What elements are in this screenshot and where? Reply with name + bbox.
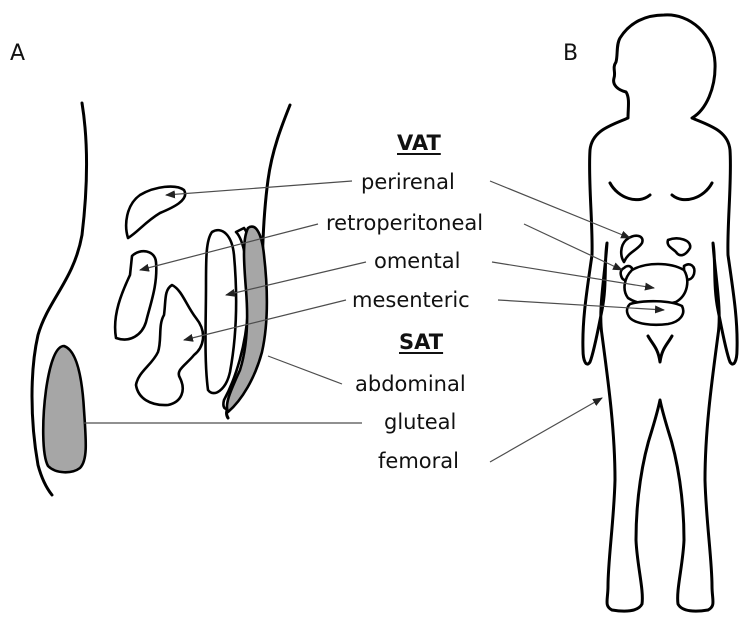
label-retroperitoneal: retroperitoneal xyxy=(326,213,483,234)
leader-abdominal xyxy=(268,356,342,384)
groin-contour xyxy=(648,336,672,362)
panel-a-sagittal-section xyxy=(32,103,290,495)
sat-heading: SAT xyxy=(399,332,443,353)
retroperitoneal-depot xyxy=(115,251,156,339)
leader-perirenal-b xyxy=(490,181,630,238)
omental-depot xyxy=(206,230,237,393)
mesenteric-depot-b xyxy=(627,301,683,325)
label-omental: omental xyxy=(374,251,460,272)
chest-contour-left xyxy=(610,183,650,200)
panel-b-body-silhouette xyxy=(583,15,737,611)
label-perirenal: perirenal xyxy=(361,172,455,193)
vat-heading: VAT xyxy=(397,133,441,154)
leader-perirenal-a xyxy=(166,181,352,195)
label-femoral: femoral xyxy=(378,451,459,472)
label-gluteal: gluteal xyxy=(384,412,456,433)
label-abdominal: abdominal xyxy=(355,374,466,395)
chest-contour-right xyxy=(672,183,712,200)
perirenal-depot-b-right xyxy=(668,238,691,255)
panel-label-a: A xyxy=(10,43,25,65)
leader-femoral xyxy=(490,398,602,462)
gluteal-sat-depot xyxy=(43,346,86,472)
panel-label-b: B xyxy=(563,43,578,65)
label-mesenteric: mesenteric xyxy=(352,290,470,311)
perirenal-depot-b-left xyxy=(621,236,642,262)
